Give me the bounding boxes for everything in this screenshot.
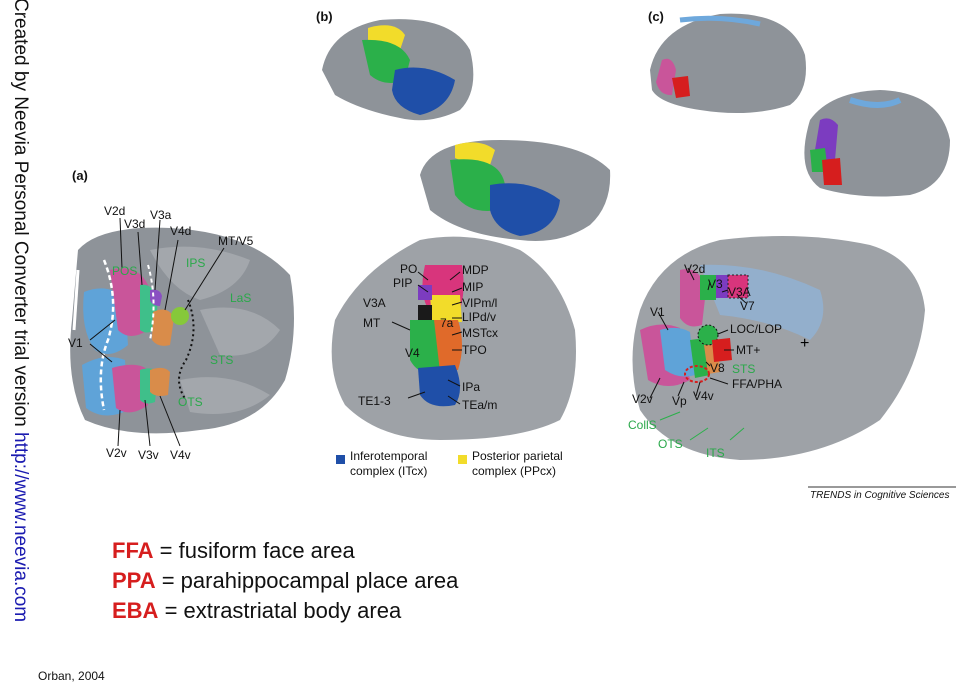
area-label-pip: PIP xyxy=(393,276,413,290)
area-label-v2v: V2v xyxy=(106,446,127,460)
sulcus-label-sts-c: STS xyxy=(732,362,756,376)
area-label-v3d: V3d xyxy=(124,217,146,231)
panel-a-tag: (a) xyxy=(72,168,88,183)
area-label-te1-3: TE1-3 xyxy=(358,394,391,408)
sulcus-label-its: ITS xyxy=(706,446,725,460)
area-label-ipa: IPa xyxy=(462,380,481,394)
area-label-v2v-c: V2v xyxy=(632,392,653,406)
panel-c-brains: + xyxy=(632,13,950,460)
area-label-v4-b: V4 xyxy=(405,346,420,360)
panel-b-brains xyxy=(322,19,611,440)
area-label-ffa-pha: FFA/PHA xyxy=(732,377,783,391)
credit-label: Orban, 2004 xyxy=(38,669,105,683)
area-label-v3-c: V3 xyxy=(708,277,723,291)
area-label-mt-plus: MT+ xyxy=(736,343,761,357)
panel-a-flatmap xyxy=(70,217,295,447)
area-label-v8: V8 xyxy=(710,361,725,375)
area-label-v4d: V4d xyxy=(170,224,192,238)
sulcus-label-pos: POS xyxy=(112,264,138,278)
sulcus-label-sts: STS xyxy=(210,353,234,367)
definition-ffa: FFA = fusiform face area xyxy=(112,538,355,563)
area-label-v7: V7 xyxy=(740,299,755,313)
area-label-vipm-l: VIPm/l xyxy=(462,296,498,310)
area-label-mdp: MDP xyxy=(462,263,489,277)
area-label-mt-b: MT xyxy=(363,316,381,330)
area-label-v1-c: V1 xyxy=(650,305,665,319)
area-label-v1: V1 xyxy=(68,336,83,350)
area-label-v2d-c: V2d xyxy=(684,262,706,276)
area-label-loc-lop: LOC/LOP xyxy=(730,322,783,336)
area-label-mstcx: MSTcx xyxy=(462,326,498,340)
area-label-v3a: V3a xyxy=(150,208,172,222)
area-label-vp: Vp xyxy=(672,394,687,408)
area-label-v3v: V3v xyxy=(138,448,159,462)
legend-label-itcx: Inferotemporal complex (ITcx) xyxy=(350,449,428,478)
area-label-v4v-c: V4v xyxy=(693,389,714,403)
panel-b-tag: (b) xyxy=(316,9,333,24)
svg-text:+: + xyxy=(800,335,809,352)
legend-swatch-itcx xyxy=(336,455,345,464)
area-label-po: PO xyxy=(400,262,418,276)
area-label-mt-v5: MT/V5 xyxy=(218,234,254,248)
sulcus-label-ips: IPS xyxy=(186,256,206,270)
area-label-v4v: V4v xyxy=(170,448,191,462)
area-label-v3a-c: V3A xyxy=(728,285,751,299)
sulcus-label-las: LaS xyxy=(230,291,252,305)
legend-label-ppcx: Posterior parietal complex (PPcx) xyxy=(472,449,563,478)
area-label-7a: 7a xyxy=(440,316,454,330)
area-label-v3a-b: V3A xyxy=(363,296,386,310)
area-label-tea-m: TEa/m xyxy=(462,398,498,412)
sulcus-label-ots-c: OTS xyxy=(658,437,683,451)
journal-label: TRENDS in Cognitive Sciences xyxy=(810,490,950,501)
area-label-v2d: V2d xyxy=(104,204,126,218)
definition-ppa: PPA = parahippocampal place area xyxy=(112,568,459,593)
definition-eba: EBA = extrastriatal body area xyxy=(112,598,402,623)
area-label-mip: MIP xyxy=(462,280,484,294)
sulcus-label-colls: CollS xyxy=(628,418,657,432)
area-label-lipd-v: LIPd/v xyxy=(462,310,497,324)
legend-swatch-ppcx xyxy=(458,455,467,464)
area-label-tpo: TPO xyxy=(462,343,487,357)
sulcus-label-ots: OTS xyxy=(178,395,203,409)
panel-c-tag: (c) xyxy=(648,9,664,24)
